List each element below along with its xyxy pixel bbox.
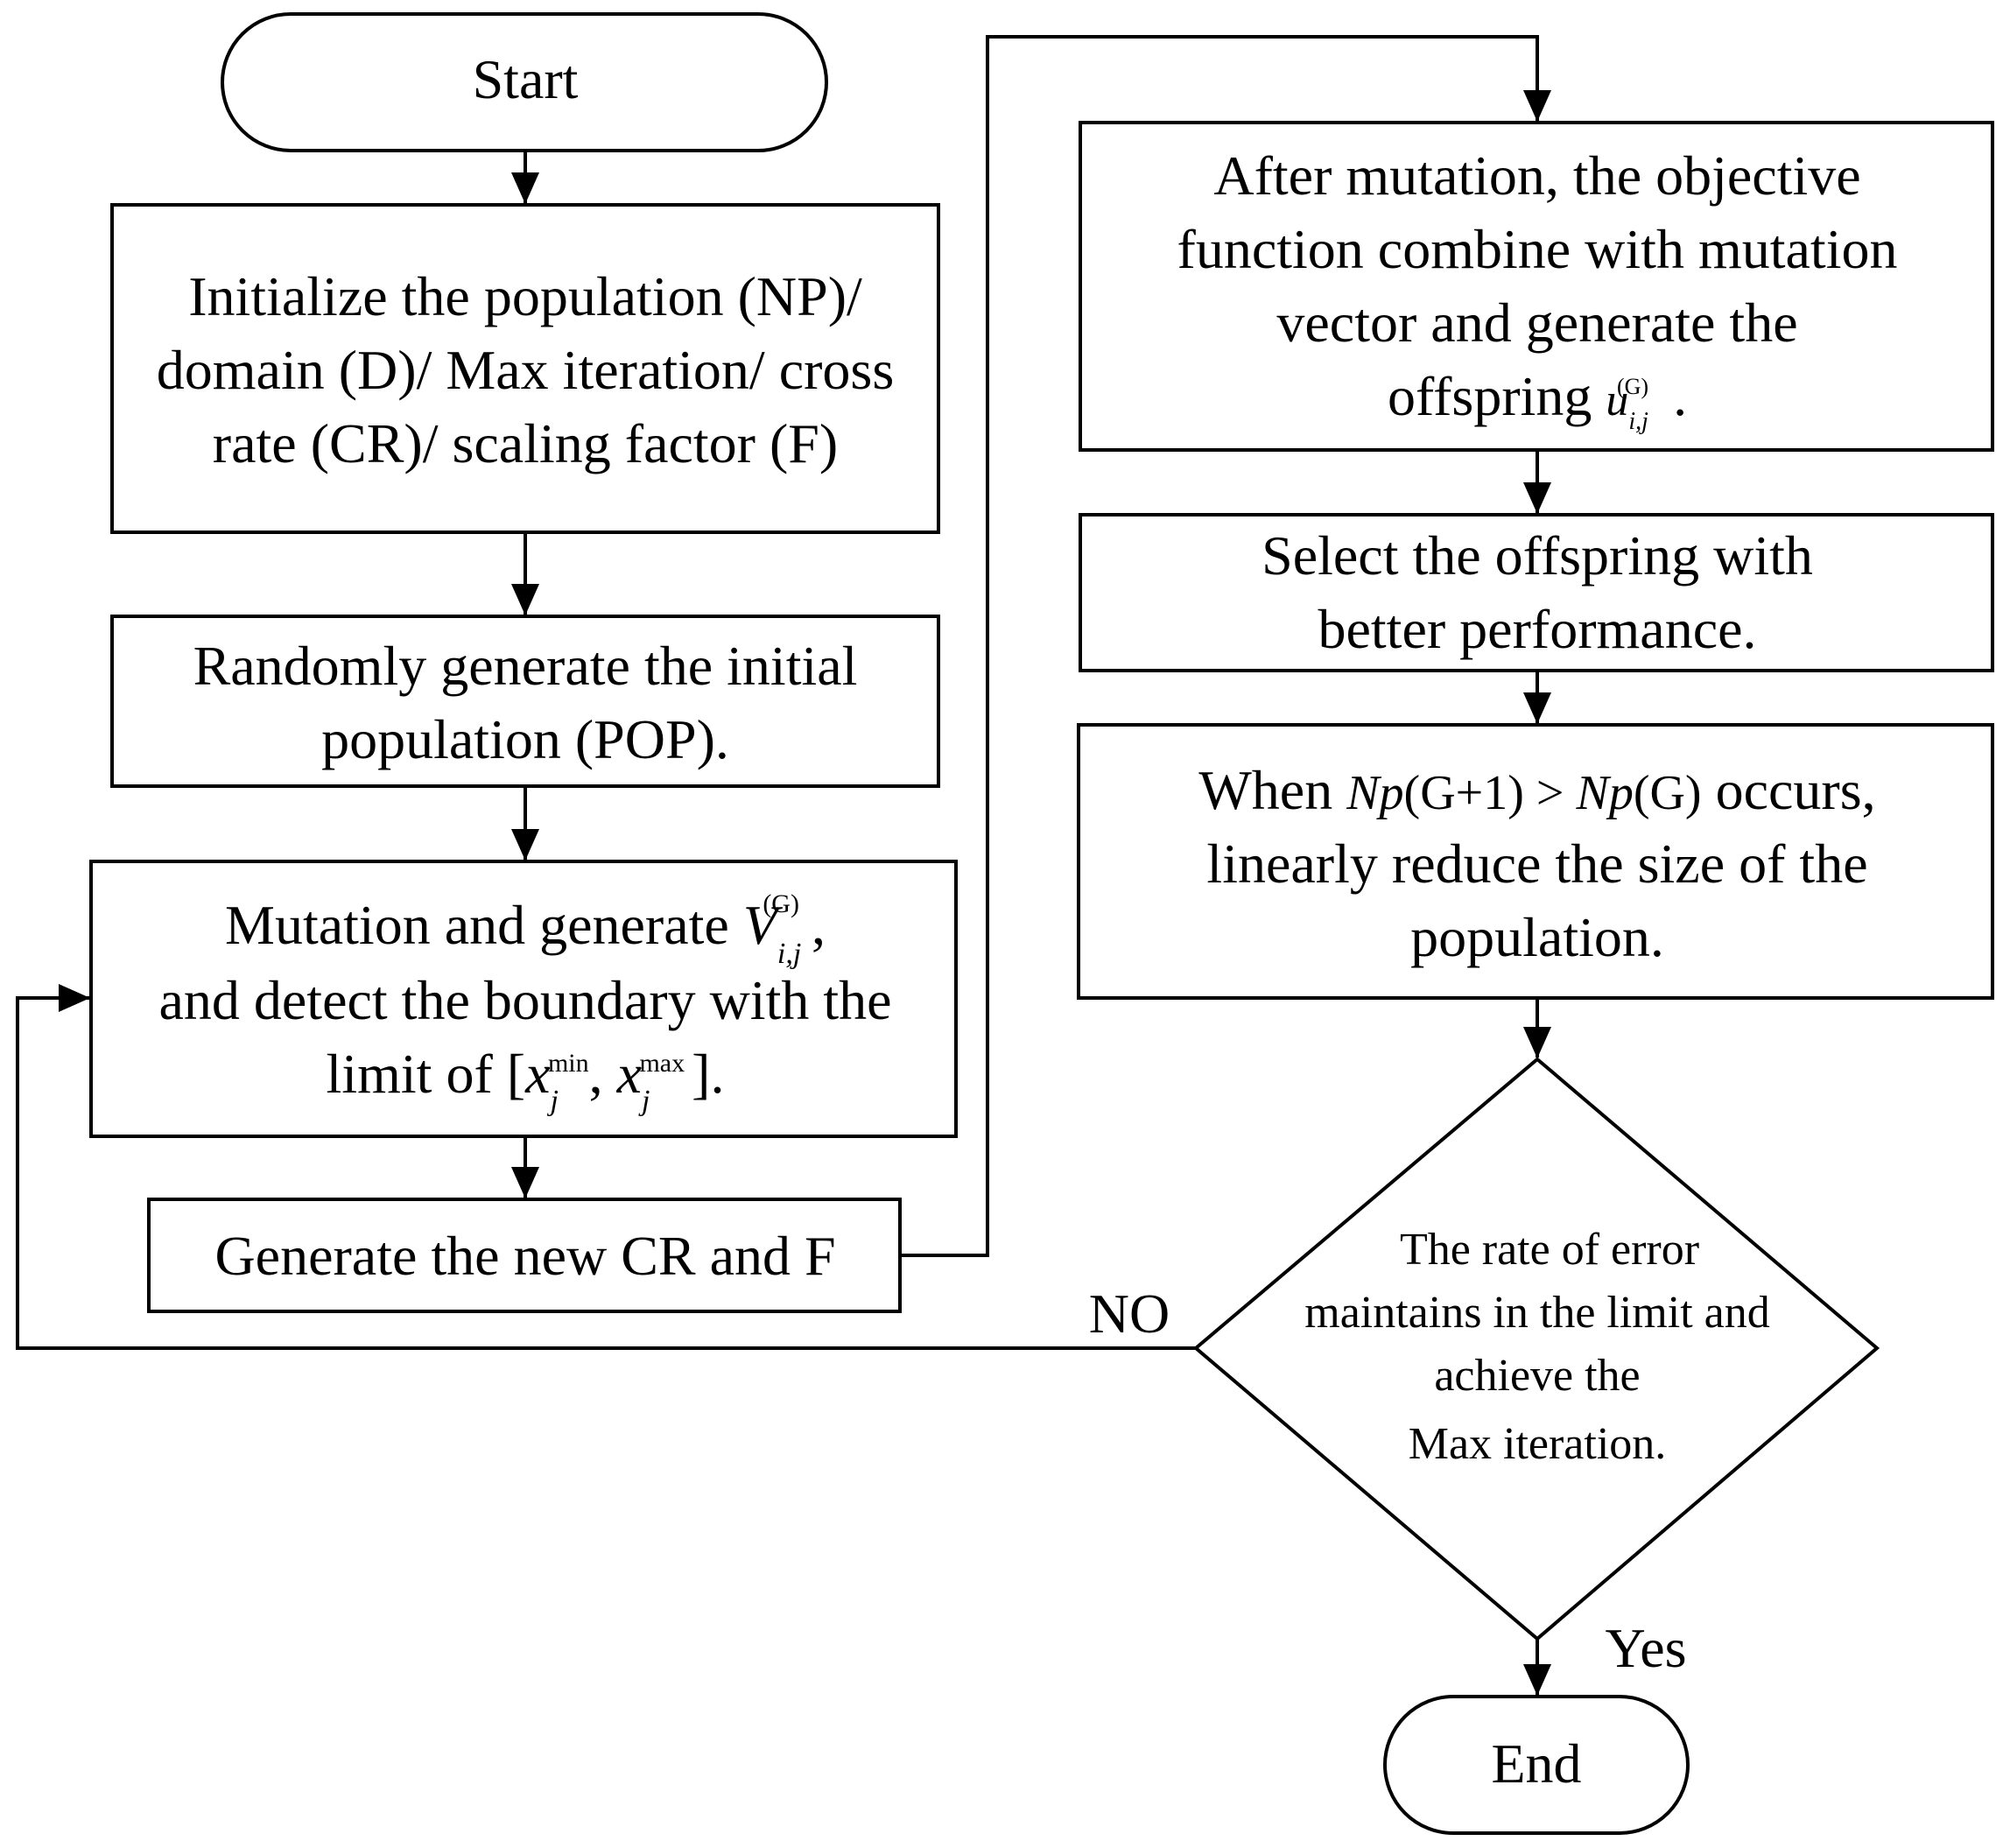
node-start: Start bbox=[221, 12, 828, 152]
reduce-g1: (G+1) bbox=[1404, 766, 1524, 820]
node-initialize-line-1: Initialize the population (NP)/ bbox=[188, 265, 862, 327]
reduce-np-2: Np bbox=[1575, 766, 1633, 820]
reduce-np-1: Np bbox=[1346, 766, 1403, 820]
after-sup-g: (G) bbox=[1617, 374, 1648, 399]
node-decision-line-4: Max iteration. bbox=[1409, 1419, 1667, 1469]
node-end-label: End bbox=[1491, 1732, 1581, 1795]
node-mutation-line-3: limit of [xjmin, xjmax]. bbox=[327, 1043, 725, 1117]
node-initialize-line-3: rate (CR)/ scaling factor (F) bbox=[213, 412, 838, 474]
node-after-line-2: function combine with mutation bbox=[1177, 218, 1898, 280]
after-offspring-text: offspring bbox=[1388, 365, 1606, 427]
after-var-u: u bbox=[1606, 376, 1628, 425]
node-mutation-line-2: and detect the boundary with the bbox=[158, 969, 891, 1031]
node-after-line-4: offspring ui,j (G). bbox=[1388, 365, 1687, 435]
limit-sup-min: min bbox=[548, 1049, 589, 1078]
mutation-sup-g: (G) bbox=[763, 889, 799, 918]
limit-comma: , bbox=[589, 1043, 617, 1105]
edge-newcr-to-after bbox=[900, 35, 1551, 1257]
mutation-comma: , bbox=[812, 894, 826, 956]
node-reduce-population: When Np(G+1) > Np(G) occurs, linearly re… bbox=[1077, 723, 1994, 1000]
edge-label-no: NO bbox=[1089, 1282, 1170, 1345]
edge-decision-no-loop bbox=[16, 984, 1196, 1350]
node-reduce-line-2: linearly reduce the size of the bbox=[1206, 833, 1867, 895]
node-mutation-line-1: Mutation and generate Vi,j (G), bbox=[225, 889, 826, 970]
node-decision-line-1: The rate of error bbox=[1400, 1225, 1699, 1275]
mutation-sub-ij: i,j bbox=[777, 938, 801, 970]
reduce-when: When bbox=[1198, 759, 1346, 821]
node-decision-line-2: maintains in the limit and bbox=[1304, 1288, 1769, 1338]
node-initialize-line-2: domain (D)/ Max iteration/ cross bbox=[157, 339, 894, 401]
mutation-limit-text: limit of [ bbox=[327, 1043, 526, 1105]
node-after-line-1: After mutation, the objective bbox=[1213, 144, 1860, 207]
after-sub-ij: i,j bbox=[1628, 408, 1648, 435]
node-decision-line-3: achieve the bbox=[1434, 1351, 1640, 1401]
node-new-cr-f: Generate the new CR and F bbox=[147, 1198, 902, 1313]
node-reduce-line-3: population. bbox=[1410, 906, 1664, 968]
limit-var-x-max: x bbox=[616, 1043, 642, 1105]
limit-sub-j-max: j bbox=[638, 1085, 650, 1117]
edge-label-yes: Yes bbox=[1605, 1617, 1686, 1679]
mutation-text: Mutation and generate bbox=[225, 894, 743, 956]
node-random-population: Randomly generate the initial population… bbox=[110, 615, 940, 788]
reduce-gt: > bbox=[1524, 766, 1577, 820]
edges bbox=[16, 35, 1551, 1696]
node-decision: The rate of error maintains in the limit… bbox=[1192, 1057, 1880, 1641]
node-after-line-3: vector and generate the bbox=[1276, 292, 1797, 354]
node-end: End bbox=[1383, 1695, 1690, 1835]
node-mutation: Mutation and generate Vi,j (G), and detec… bbox=[89, 860, 958, 1138]
reduce-g0: (G) bbox=[1634, 766, 1702, 820]
limit-sup-max: max bbox=[639, 1049, 685, 1078]
node-random-line-2: population (POP). bbox=[321, 708, 729, 770]
node-select-line-1: Select the offspring with bbox=[1262, 524, 1813, 587]
node-random-line-1: Randomly generate the initial bbox=[193, 635, 858, 697]
node-select-offspring: Select the offspring with better perform… bbox=[1079, 513, 1994, 672]
node-new-cr-f-label: Generate the new CR and F bbox=[214, 1225, 835, 1287]
node-initialize: Initialize the population (NP)/ domain (… bbox=[110, 203, 940, 534]
node-after-mutation: After mutation, the objective function c… bbox=[1079, 121, 1994, 452]
reduce-occurs: occurs, bbox=[1702, 759, 1876, 821]
mutation-var-v: V bbox=[743, 894, 784, 956]
limit-sub-j-min: j bbox=[546, 1085, 558, 1117]
limit-var-x-min: x bbox=[524, 1043, 550, 1105]
node-reduce-line-1: When Np(G+1) > Np(G) occurs, bbox=[1198, 759, 1875, 821]
node-select-line-2: better performance. bbox=[1318, 598, 1756, 660]
limit-end: ]. bbox=[692, 1043, 724, 1105]
after-period: . bbox=[1673, 365, 1687, 427]
node-start-label: Start bbox=[473, 48, 579, 110]
